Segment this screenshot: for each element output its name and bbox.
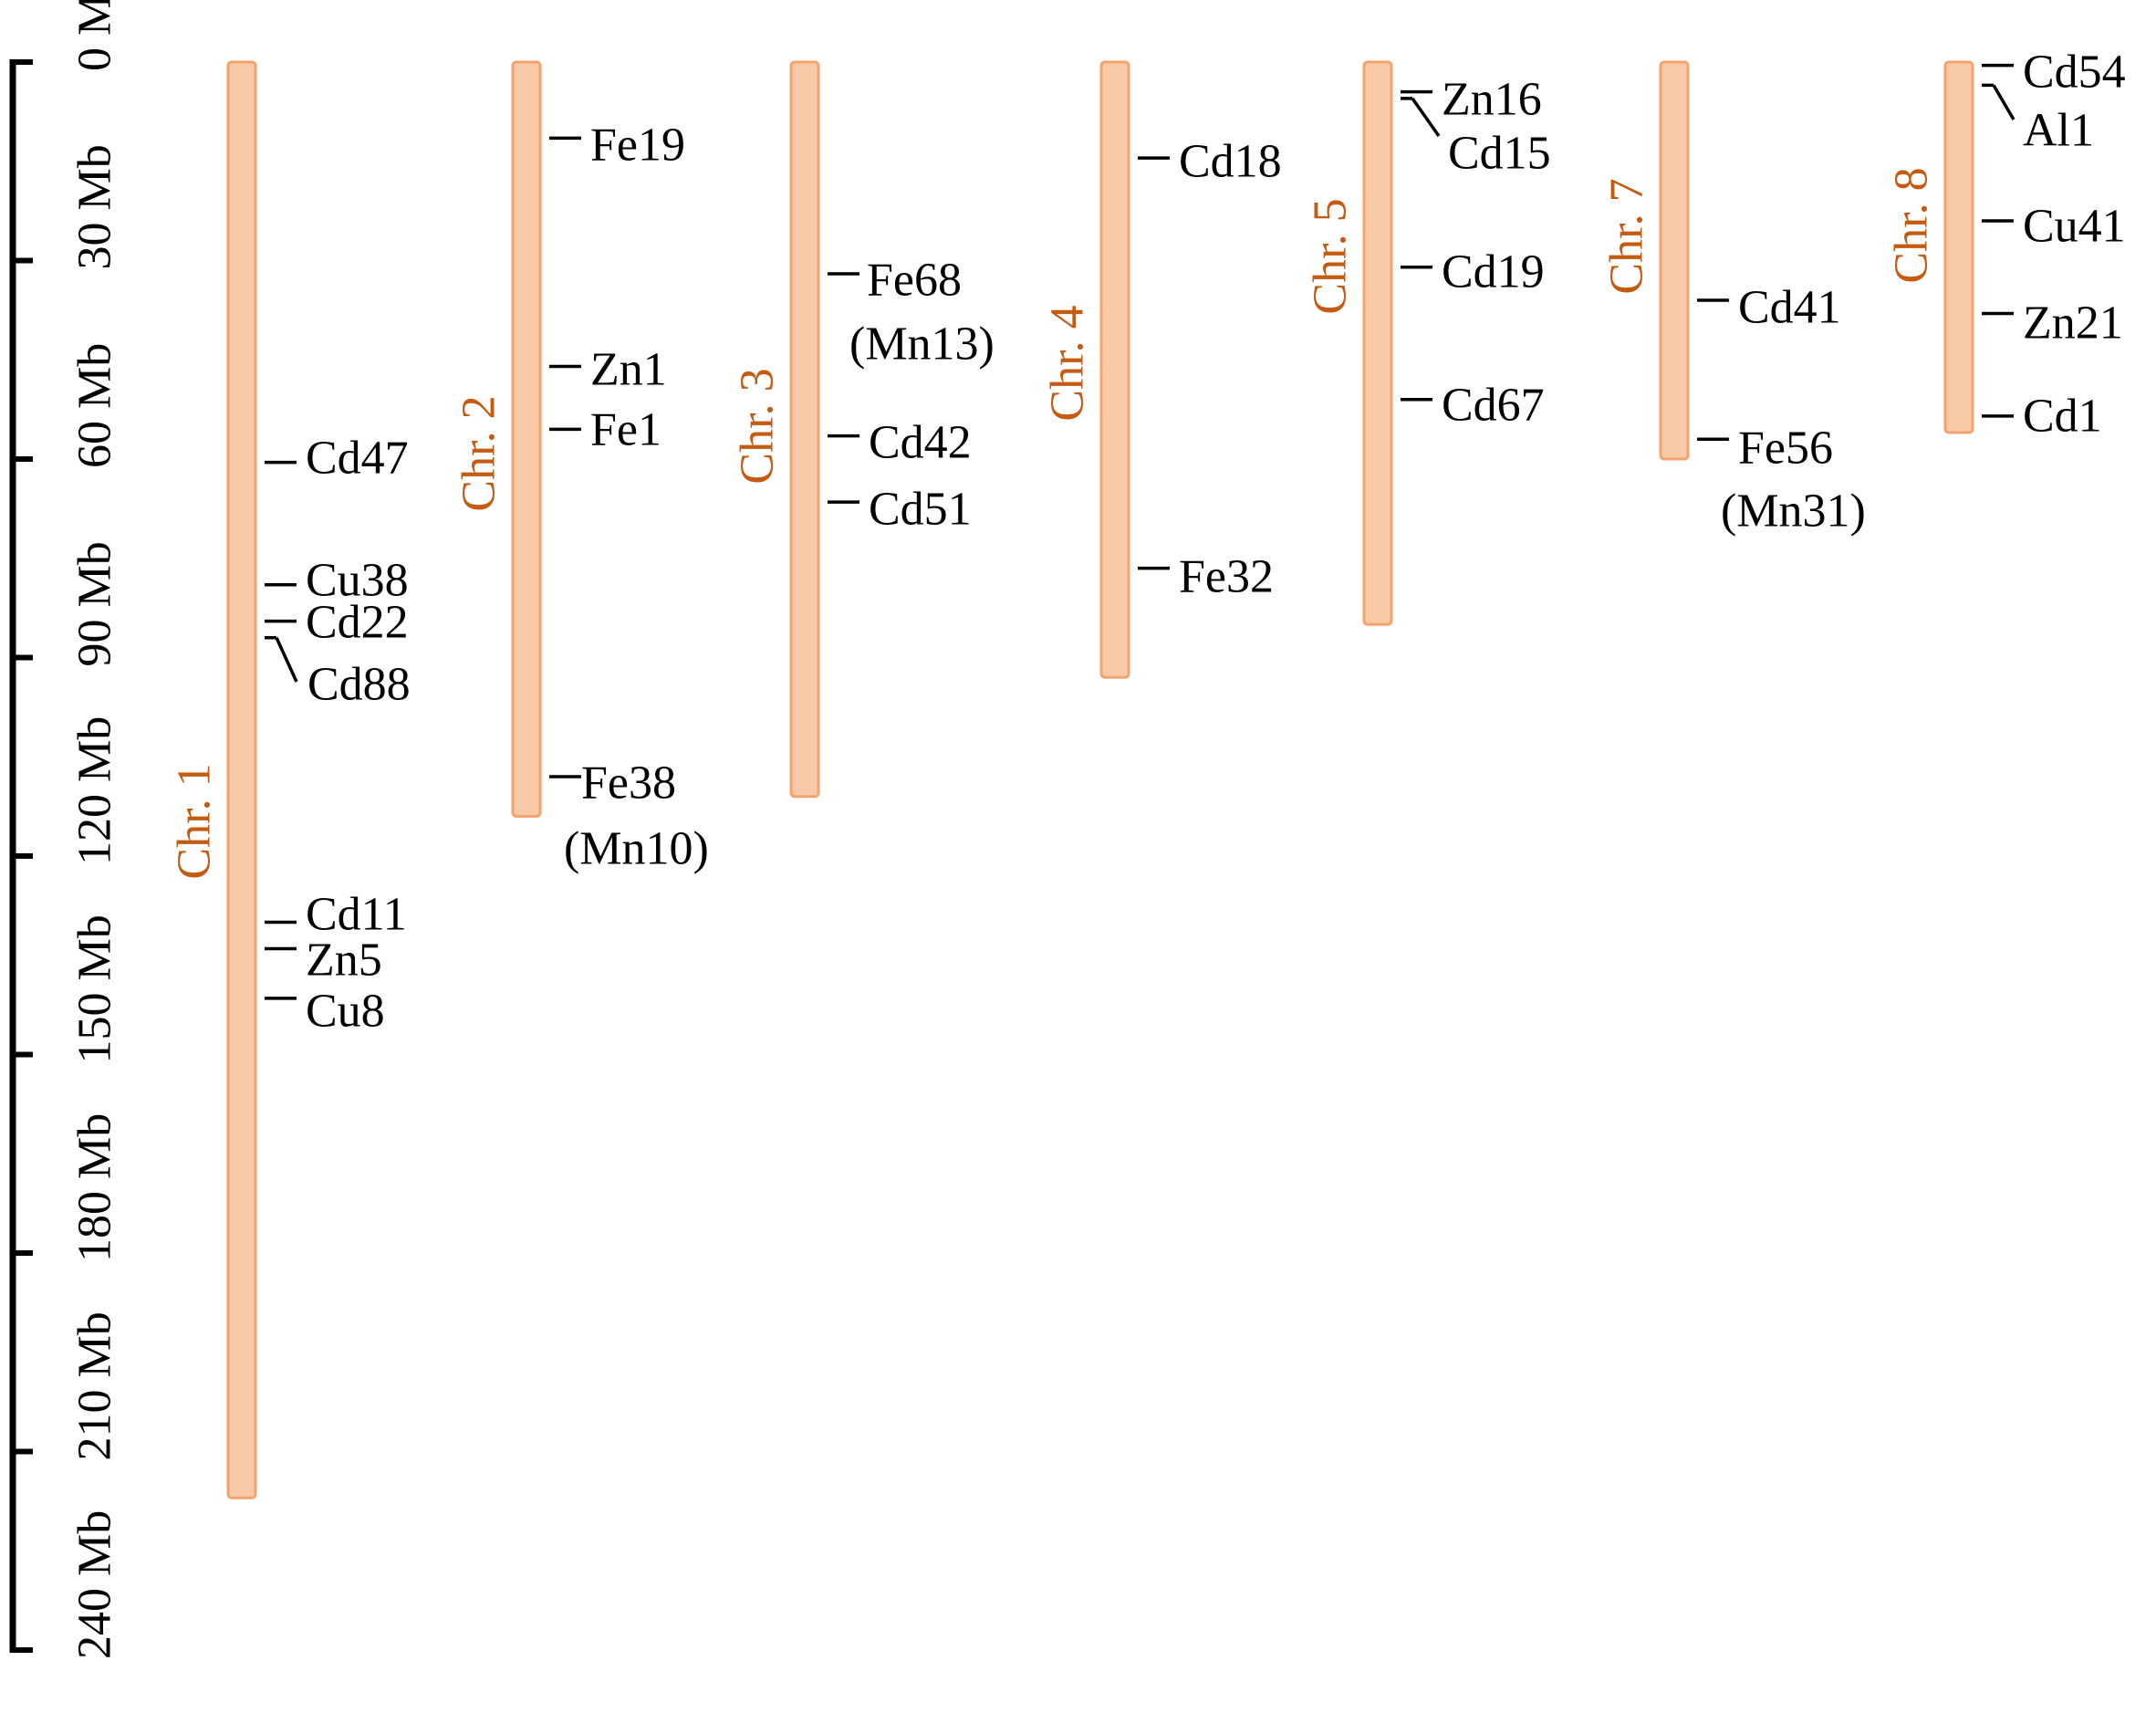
chromosome-label: Chr. 2	[453, 395, 505, 511]
qtl-label: Cd47	[306, 433, 409, 485]
axis-tick-label: 240 Mb	[69, 1510, 121, 1659]
qtl-label: Cu38	[306, 555, 409, 607]
chromosome-label: Chr. 4	[1042, 305, 1094, 421]
qtl-label: Cd22	[306, 597, 409, 649]
chromosome-bar	[1099, 60, 1130, 679]
qtl-label: Cd51	[869, 484, 972, 536]
axis-tick-label: 0 Mb	[69, 0, 121, 71]
qtl-label: Zn1	[590, 344, 667, 396]
qtl-label: Cd67	[1442, 380, 1545, 432]
qtl-label: Fe56	[1738, 423, 1833, 475]
qtl-sublabel: (Mn13)	[849, 319, 995, 371]
qtl-label: Fe68	[867, 255, 962, 307]
qtl-label: Fe1	[590, 404, 661, 456]
qtl-label: Cu8	[306, 986, 385, 1038]
axis-tick-label: 60 Mb	[69, 343, 121, 468]
qtl-label: Zn5	[306, 935, 382, 987]
qtl-label: Fe19	[590, 120, 685, 172]
axis-tick-label: 30 Mb	[69, 144, 121, 269]
qtl-label: Zn16	[1442, 74, 1542, 126]
qtl-label: Zn21	[2023, 298, 2123, 350]
qtl-label: Cd11	[306, 889, 407, 941]
qtl-sublabel: (Mn10)	[564, 823, 709, 875]
chromosome-label: Chr. 7	[1601, 178, 1653, 294]
qtl-label: Al1	[2023, 105, 2094, 157]
qtl-label: Cd88	[307, 659, 411, 711]
chromosome-bar	[1943, 60, 1974, 434]
qtl-label: Cd19	[1442, 246, 1545, 298]
qtl-leader-line	[275, 637, 298, 683]
chromosome-label: Chr. 1	[169, 763, 221, 879]
axis-tick-label: 120 Mb	[69, 716, 121, 865]
qtl-label: Cd42	[869, 417, 972, 469]
qtl-label: Cd54	[2023, 47, 2126, 99]
chromosome-bar	[789, 60, 820, 799]
qtl-label: Cd15	[1448, 128, 1551, 180]
qtl-label: Cd1	[2023, 391, 2102, 443]
axis-tick-label: 180 Mb	[69, 1113, 121, 1262]
axis-tick-label: 210 Mb	[69, 1311, 121, 1460]
qtl-label: Cd18	[1179, 136, 1282, 188]
qtl-sublabel: (Mn31)	[1721, 486, 1866, 538]
chromosome-bar	[1659, 60, 1690, 461]
qtl-label: Fe32	[1179, 551, 1274, 603]
chromosome-label: Chr. 5	[1305, 198, 1357, 314]
qtl-label: Cu41	[2023, 201, 2126, 253]
qtl-label: Fe38	[581, 757, 676, 810]
axis-tick-label: 90 Mb	[69, 541, 121, 666]
qtl-label: Cd41	[1738, 282, 1841, 334]
chromosome-label: Chr. 3	[732, 368, 784, 484]
chromosome-bar	[226, 60, 257, 1499]
qtl-leader-line	[1411, 97, 1441, 138]
qtl-leader-line	[1992, 84, 2015, 120]
chromosome-bar	[511, 60, 542, 818]
chromosome-label: Chr. 8	[1886, 167, 1938, 283]
axis-tick-label: 150 Mb	[69, 914, 121, 1063]
chromosome-bar	[1362, 60, 1393, 626]
